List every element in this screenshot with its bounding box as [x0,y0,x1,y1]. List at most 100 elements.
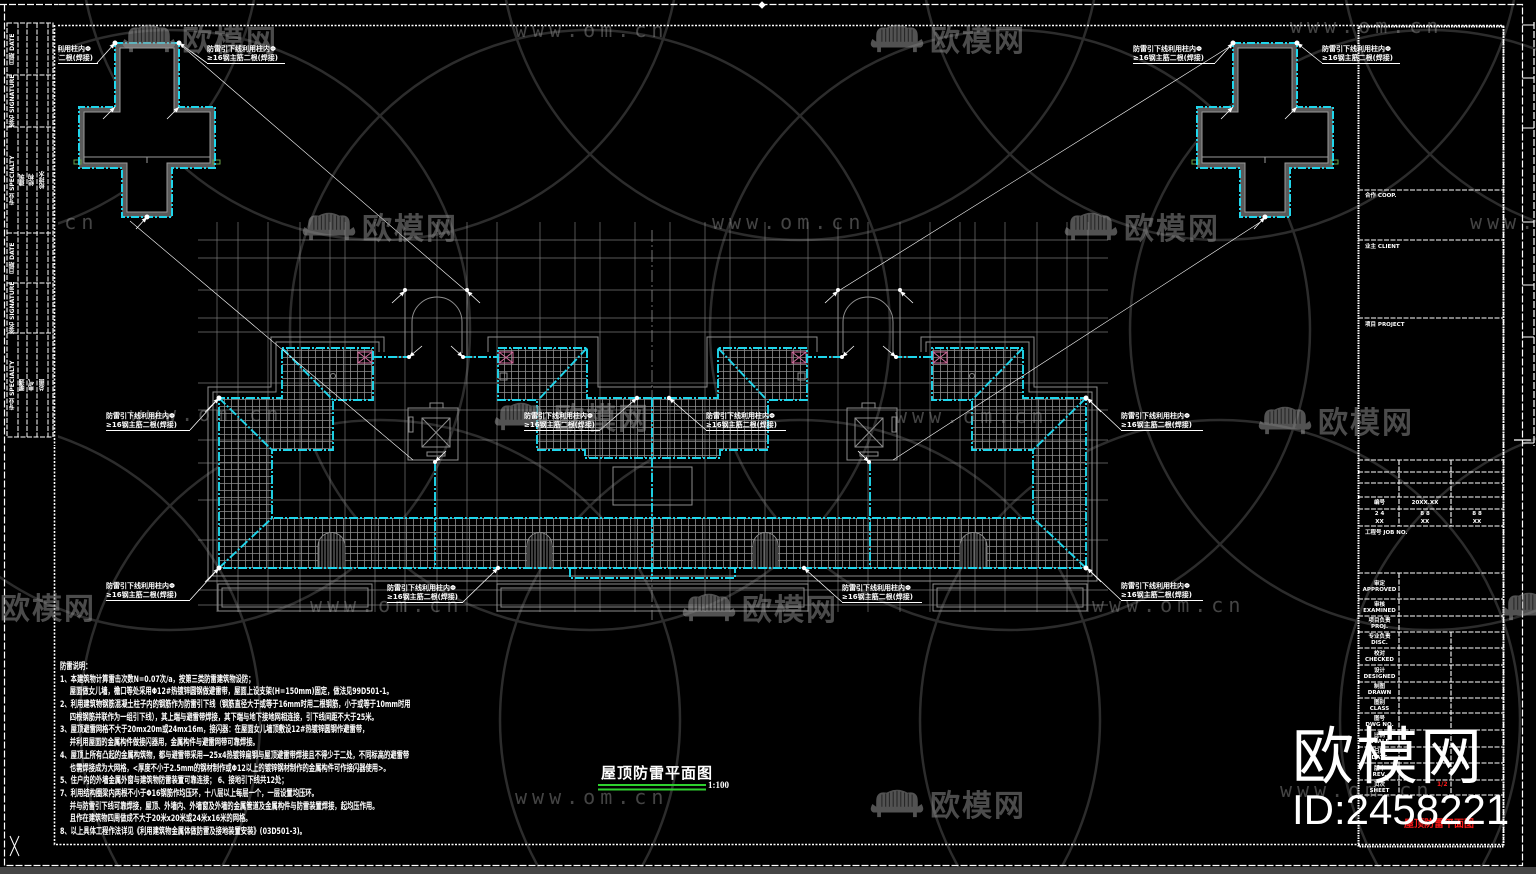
note-line: 屋面做女儿墙，檐口等处采用Φ12#热镀锌圆钢做避雷带，屋面上设支架(H=150m… [69,687,393,698]
info-cell: 2 4 [1374,510,1385,517]
watermark-id: ID:2458221 [1292,786,1510,833]
drawing-name: 屋顶防雷平面图 [1404,819,1474,830]
sign-row-label: 页次 SHEET [1369,781,1390,794]
left-strip-specialty: 给排水 [39,171,46,189]
label-line-1: 防雷引下线利用柱内Φ [106,582,175,590]
bottom-status-bar [0,867,1536,874]
note-line: 并与防雷引下线可靠焊接，屋顶、外墙内、外墙窗及外墙的金属管道及金属构件与防雷装置… [69,801,379,812]
watermark-logo: 欧模网 [120,16,278,60]
left-strip-specialty: 暖通 [19,379,26,391]
watermark-logo: 欧模网 [492,394,650,438]
label-line-2: ≥16钢主筋二根(焊接) [1121,591,1203,601]
notes-heading: 防雷说明： [60,662,92,672]
sofa-icon [1256,403,1314,437]
label-line-2: ≥16钢主筋二根(焊接) [387,593,463,603]
info-cell: 编号 [1373,500,1385,506]
left-strip-label: 专业 SPECIALTY [9,360,16,410]
label-line-1: 防雷引下线利用柱内Φ [842,584,911,592]
sign-row-label: 比例 SCALE [1369,732,1390,745]
left-strip-label: 专业 SPECIALTY [9,155,16,205]
ucs-x-icon [9,835,20,857]
down-conductor-label: 防雷引下线利用柱内Φ≥16钢主筋二根(焊接) [387,584,463,603]
down-conductor-label: 防雷引下线利用柱内Φ≥16钢主筋二根(焊接) [106,582,190,601]
sofa-icon [1062,209,1120,243]
watermark-logo-text: 欧模网 [554,402,650,437]
watermark-logo-text: 欧模网 [182,24,278,59]
left-strip-label: 日期 DATE [9,33,16,65]
info-cell [1451,497,1503,509]
watermark-url: www.om.cn [515,18,669,42]
note-line: 并利用屋面的金属构件做接闪器用，金属构件与避雷网带可靠焊接。 [69,738,259,749]
left-strip-label: 签名 SIGNATURE [9,281,16,335]
label-line-1: 防雷引下线利用柱内Φ [706,412,775,420]
sign-row-label: 日期 DATE [1371,749,1388,761]
info-sub: XX [1375,519,1384,525]
down-conductor-label: 防雷引下线利用柱内Φ≥16钢主筋二根(焊接) [1322,45,1400,64]
label-line-2: ≥16钢主筋二根(焊接) [106,421,190,431]
info-sub: XX [1420,519,1430,525]
note-line: 1、本建筑物计算雷击次数N=0.07次/a，按第三类防雷建筑物设防； [60,674,255,685]
label-line-1: 防雷引下线利用柱内Φ [1121,412,1190,420]
title-block-coop-label: 合作 COOP. [1365,193,1397,199]
watermark-logo-text: 欧模网 [742,593,838,628]
label-line-1: 防雷引下线利用柱内Φ [1121,582,1190,590]
info-cell: 8 8 [1420,510,1430,517]
down-conductor-label: 防雷引下线利用柱内Φ≥16钢主筋二根(焊接) [1133,45,1215,64]
left-strip-specialty: 结构 [28,174,36,186]
watermark-logo: 欧模网 [1256,398,1414,442]
label-line-2: ≥16钢主筋二根(焊接) [524,421,600,431]
watermark-logo: 欧模网 [1500,584,1536,628]
label-line-2: ≥16钢主筋二根(焊接) [106,591,190,601]
sofa-icon [120,21,178,55]
watermark-logo: 欧模网 [300,204,458,248]
sofa-icon [300,209,358,243]
title-block-frame [1357,25,1505,848]
left-countersign-strip: 日期 DATE 签名 SIGNATURE 专业 SPECIALTY 建筑 结构 … [0,0,58,446]
note-line: 四根钢筋并联作为一组引下线），其上端与避雷带焊接，其下端与地下接地网相连接，引下… [69,712,378,723]
watermark-logo-text: 欧模网 [1124,212,1220,247]
label-line-1: 防雷引下线利用柱内Φ [524,412,593,420]
label-line-2: ≥16钢主筋二根(焊接) [842,593,922,603]
down-conductor-label: 防雷引下线利用柱内Φ≥16钢主筋二根(焊接) [842,584,922,603]
sign-row-label: 版本 REV. [1372,765,1387,778]
watermark-url: www.om.cn [895,404,1049,428]
watermark-url: www.om.cn [712,210,866,234]
sign-row-label: 专业负责 DISC. [1368,634,1391,646]
sofa-icon [680,590,738,624]
watermark-url: www.om.cn [310,593,464,617]
left-strip-specialty: 建筑 [19,174,26,186]
watermark-logo-text: 欧模网 [1318,406,1414,441]
sofa-icon [1500,589,1536,623]
label-line-2: ≥16钢主筋二根(焊接) [1322,54,1400,64]
sign-row-label: 图别 CLASS [1369,699,1390,712]
note-line: 3、屋顶避雷网格不大于20mx20m或24mx16m，接闪器：在屋面女儿墙顶敷设… [60,725,369,736]
watermark-logo: 欧模网 [1062,204,1220,248]
note-line: 4、屋顶上所有凸起的金属构筑物，都与避雷带采用—25x4热镀锌扁钢与屋顶避雷带焊… [60,750,410,761]
left-strip-specialty: 电气 [28,379,36,391]
label-line-2: ≥16钢主筋二根(焊接) [706,421,786,431]
label-line-2: ≥16钢主筋二根(焊接) [1133,54,1215,64]
down-conductor-label: 防雷引下线利用柱内Φ≥16钢主筋二根(焊接) [1121,582,1203,601]
left-strip-label: 日期 DATE [9,242,16,274]
label-line-2: ≥16钢主筋二根(焊接) [207,54,285,64]
sign-row-label: 制图 DRAWN [1367,684,1392,696]
title-block-job-label: 工程号 JOB NO. [1365,530,1408,536]
left-strip-specialty: 总图 [39,379,46,391]
watermark-url: www.om.cn [130,402,284,426]
watermark-logo-text: 欧模网 [930,24,1026,59]
note-line: 2、利用建筑物钢筋混凝土柱子内的钢筋作为防雷引下线（钢筋直径大于或等于16mm时… [60,700,411,711]
info-cell: 8 8 [1472,510,1482,517]
label-line-1: 防雷引下线利用柱内Φ [1133,45,1202,53]
sign-row-label: 校对 CHECKED [1364,650,1395,663]
sign-row-label: 设计 DESIGNED [1363,667,1396,680]
down-conductor-label: 防雷引下线利用柱内Φ≥16钢主筋二根(焊接) [1121,412,1203,431]
sign-row-label: 项目负责 PROJ. [1368,618,1391,630]
down-conductor-label: 防雷引下线利用柱内Φ≥16钢主筋二根(焊接) [524,412,600,431]
label-line-1: 防雷引下线利用柱内Φ [387,584,456,592]
down-conductor-label: 防雷引下线利用柱内Φ≥16钢主筋二根(焊接) [207,45,285,64]
watermark-logo-text: 欧模网 [0,592,96,627]
watermark-url: www.om.cn [1470,210,1536,234]
watermark-logo: 欧模网 [680,585,838,629]
connection-points [112,40,1300,571]
